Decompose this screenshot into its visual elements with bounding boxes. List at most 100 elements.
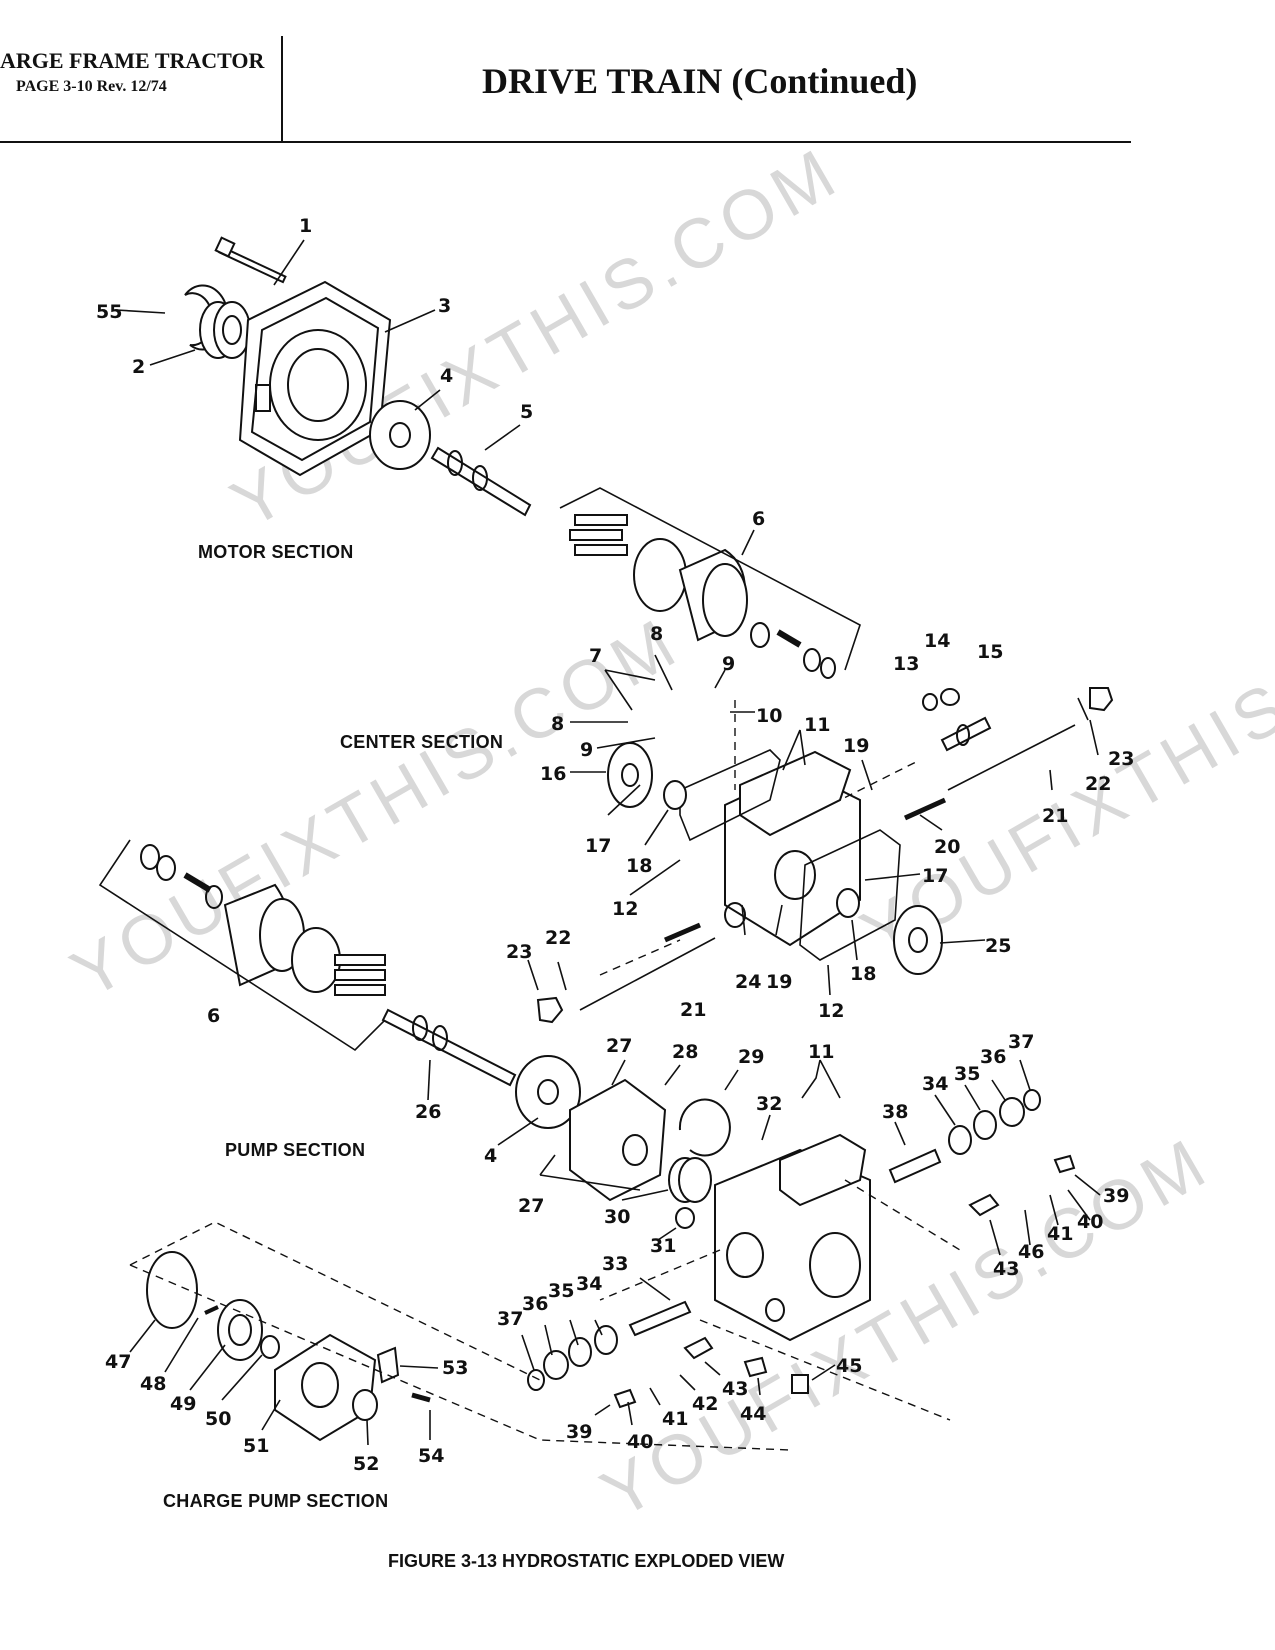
callout-73: 51	[243, 1435, 269, 1457]
callout-12: 8	[551, 713, 564, 735]
callout-75: 53	[442, 1357, 468, 1379]
part-seal-36	[543, 1350, 569, 1380]
callout-74: 52	[353, 1453, 379, 1475]
part-valve-plate-25	[893, 905, 943, 975]
part-pump-housing-32	[714, 1133, 871, 1342]
callout-72: 50	[205, 1408, 231, 1430]
callout-6: 5	[520, 401, 533, 423]
callout-32: 25	[985, 935, 1011, 957]
callout-58: 34	[576, 1273, 602, 1295]
part-sleeve-38	[888, 1148, 942, 1184]
callout-53: 40	[1077, 1211, 1103, 1233]
part-spring-20	[903, 797, 947, 821]
part-plug-39	[613, 1388, 637, 1409]
callout-49: 35	[954, 1063, 980, 1085]
callout-8: 7	[589, 645, 602, 667]
figure-caption: FIGURE 3-13 HYDROSTATIC EXPLODED VIEW	[388, 1551, 785, 1571]
callout-19: 17	[585, 835, 611, 857]
callout-50: 36	[980, 1046, 1006, 1068]
part-center-housing-24	[724, 750, 861, 947]
callout-54: 41	[1047, 1223, 1073, 1245]
callout-45: 32	[756, 1093, 782, 1115]
part-snap-ring-29	[678, 1098, 731, 1157]
page-reference: PAGE 3-10 Rev. 12/74	[16, 78, 167, 95]
callout-1: 1	[299, 215, 312, 237]
part-pump-shaft-26	[381, 1008, 517, 1087]
part-o-ring-37	[1023, 1089, 1041, 1111]
callout-39: 27	[606, 1035, 632, 1057]
callout-57: 33	[602, 1253, 628, 1275]
callout-33: 21	[680, 999, 706, 1021]
part-bushing-50	[260, 1335, 280, 1359]
part-check-valve-15	[940, 716, 992, 752]
page-title: DRIVE TRAIN (Continued)	[482, 61, 918, 101]
header-divider-horizontal	[0, 141, 1131, 143]
callout-27: 17	[922, 865, 948, 887]
part-fitting-45	[791, 1374, 809, 1394]
part-bushing-18	[663, 780, 687, 810]
callout-56: 43	[993, 1258, 1019, 1280]
part-valve-plate-16	[607, 742, 653, 808]
part-seal-52	[352, 1389, 378, 1421]
part-plug-39	[1053, 1154, 1076, 1174]
callout-43: 30	[604, 1206, 630, 1228]
group-bracket-21	[579, 937, 716, 1011]
callout-70: 48	[140, 1373, 166, 1395]
callout-30: 19	[766, 971, 792, 993]
callout-71: 49	[170, 1393, 196, 1415]
callout-76: 54	[418, 1445, 444, 1467]
callout-65: 40	[627, 1431, 653, 1453]
callout-23: 21	[1042, 805, 1068, 827]
callout-10: 9	[722, 653, 735, 675]
callout-13: 9	[580, 739, 593, 761]
callout-68: 45	[836, 1355, 862, 1377]
callout-labels: 1 55 2 3 4 5 6 7 8 9 10 8 9 11 13 14 15 …	[96, 215, 1134, 1475]
part-bolt-1	[214, 236, 287, 284]
part-gasket-12	[679, 749, 781, 842]
callout-66: 39	[566, 1421, 592, 1443]
part-screw-54	[411, 1392, 431, 1403]
callout-11: 10	[756, 705, 782, 727]
callout-63: 42	[692, 1393, 718, 1415]
callout-2: 55	[96, 301, 122, 323]
callout-59: 35	[548, 1280, 574, 1302]
callout-62: 43	[722, 1378, 748, 1400]
part-bearing-2	[199, 301, 251, 359]
callout-22: 20	[934, 836, 960, 858]
callout-34: 22	[545, 927, 571, 949]
callout-20: 18	[626, 855, 652, 877]
part-motor-shaft-5	[430, 446, 532, 517]
callout-67: 44	[740, 1403, 766, 1425]
callout-61: 37	[497, 1308, 523, 1330]
section-label-center: CENTER SECTION	[340, 732, 504, 752]
callout-48: 34	[922, 1073, 948, 1095]
callout-26: 12	[612, 898, 638, 920]
part-bearing-34	[948, 1125, 972, 1155]
part-gasket-12	[799, 829, 901, 961]
callout-24: 22	[1085, 773, 1111, 795]
callout-37: 26	[415, 1101, 441, 1123]
callout-7: 6	[752, 508, 765, 530]
callout-3: 2	[132, 356, 145, 378]
leader-lines	[115, 239, 1101, 1446]
callout-9: 8	[650, 623, 663, 645]
callout-51: 37	[1008, 1031, 1034, 1053]
part-washer-35	[973, 1110, 997, 1140]
callout-42: 29	[738, 1046, 764, 1068]
part-pin-48	[204, 1305, 219, 1315]
part-bushing-18	[836, 888, 860, 918]
part-poppet-43	[683, 1336, 714, 1360]
part-poppet-43	[968, 1193, 1000, 1217]
callout-5: 4	[440, 365, 453, 387]
part-seal-36	[999, 1097, 1025, 1127]
part-gerotor-49	[217, 1299, 263, 1361]
part-o-ring-37	[527, 1369, 545, 1391]
callout-14: 11	[804, 714, 830, 736]
callout-36: 6	[207, 1005, 220, 1027]
part-thrust-washer-4	[369, 400, 431, 470]
part-o-ring-13	[922, 693, 938, 711]
callout-15: 13	[893, 653, 919, 675]
part-thrust-washer-4	[515, 1055, 581, 1129]
part-charge-pump-body-51	[274, 1333, 377, 1442]
